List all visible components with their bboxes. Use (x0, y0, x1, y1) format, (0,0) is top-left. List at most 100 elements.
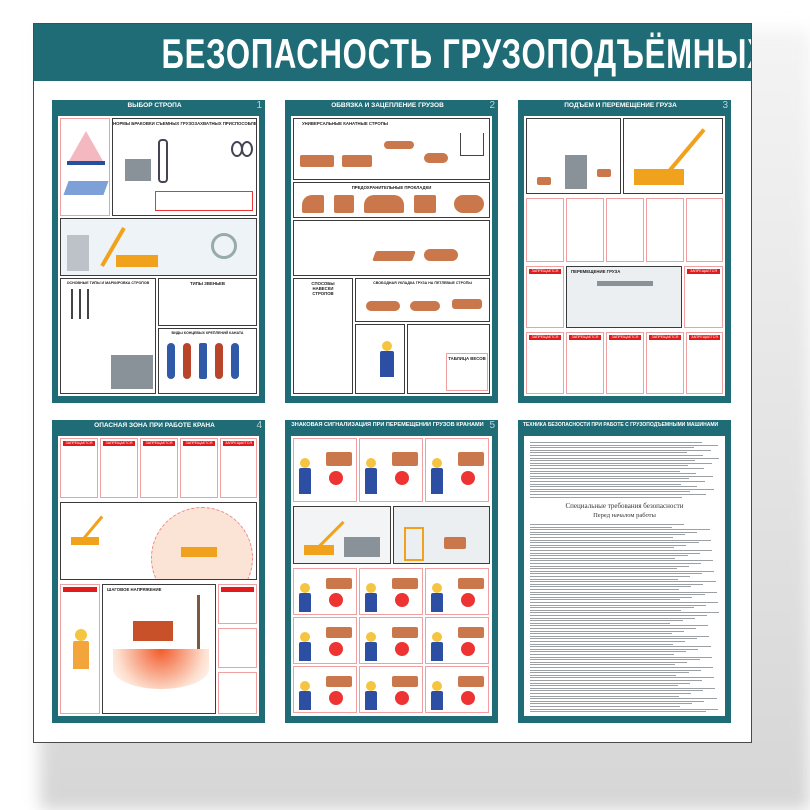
load-shape (458, 627, 484, 638)
rule-card (526, 198, 564, 262)
text-line (530, 447, 695, 449)
load-shape (392, 676, 418, 687)
section-heading: ТАБЛИЦА ВЕСОВ (448, 356, 486, 361)
panel-5-crane-signals[interactable]: ЗНАКОВАЯ СИГНАЛИЗАЦИЯ ПРИ ПЕРЕМЕЩЕНИИ ГР… (285, 420, 498, 723)
text-line (530, 620, 683, 622)
crane-boom (318, 520, 345, 548)
pipe-load (366, 301, 400, 311)
rejection-norms-box: НОРМЫ БРАКОВКИ СЪЕМНЫХ ГРУЗОЗАХВАТНЫХ ПР… (112, 118, 257, 216)
worker-head (432, 458, 442, 469)
panel-6-safety-rules[interactable]: ТЕХНИКА БЕЗОПАСНОСТИ ПРИ РАБОТЕ С ГРУЗОП… (518, 420, 731, 723)
panel-3-lifting-moving[interactable]: ПОДЪЕМ И ПЕРЕМЕЩЕНИЕ ГРУЗА 3 ЗАПРЕЩАЕТСЯ… (518, 100, 731, 403)
sling-icon (79, 289, 81, 319)
prohibition-card: ЗАПРЕЩАЕТСЯ (684, 266, 723, 328)
signal-card (359, 568, 423, 615)
signal-icon (461, 690, 476, 705)
crane-top-view (181, 547, 217, 557)
text-line (530, 578, 678, 580)
signal-card (359, 438, 423, 502)
spreader-beam-icon (460, 133, 484, 156)
worker-head (300, 632, 310, 643)
prohibited-label: ЗАПРЕЩАЕТСЯ (183, 441, 215, 446)
worker-body (380, 351, 394, 377)
warning-label-bar (221, 587, 254, 592)
prohibited-label: ЗАПРЕЩАЕТСЯ (103, 441, 135, 446)
prohibited-label: ЗАПРЕЩАЕТСЯ (529, 335, 561, 340)
text-line (530, 470, 681, 472)
text-line (530, 524, 684, 525)
worker-body (365, 691, 377, 710)
sling-icon (71, 289, 73, 319)
text-line (530, 473, 697, 475)
building-block (344, 537, 380, 557)
text-line (530, 643, 673, 645)
text-line (530, 695, 679, 697)
step-voltage-box: ШАГОВОЕ НАПРЯЖЕНИЕ (102, 584, 216, 714)
text-line (530, 685, 678, 687)
load-shape (392, 451, 418, 466)
text-line (530, 581, 716, 583)
crane-truck (634, 169, 684, 185)
worker-body (365, 642, 377, 661)
worker-head (432, 681, 442, 692)
section-subheading: Перед началом работы (593, 512, 656, 519)
text-line (530, 557, 676, 559)
text-line (530, 628, 696, 629)
crane-scene (293, 506, 391, 564)
fitting-icon (215, 343, 223, 379)
panel-4-danger-zone[interactable]: ОПАСНАЯ ЗОНА ПРИ РАБОТЕ КРАНА 4 ЗАПРЕЩАЕ… (52, 420, 265, 723)
signal-card (425, 617, 489, 664)
lifting-scene (526, 118, 621, 194)
text-line (530, 486, 698, 488)
text-line (530, 682, 690, 684)
section-heading: ПЕРЕМЕЩЕНИЕ ГРУЗА (571, 269, 621, 274)
panel-number: 3 (722, 100, 728, 111)
signal-icon (395, 690, 410, 705)
text-line (530, 669, 701, 671)
text-line (530, 468, 704, 469)
prohibited-label: ЗАПРЕЩАЕТСЯ (609, 335, 641, 340)
text-line (530, 677, 715, 679)
stand-header: БЕЗОПАСНОСТЬ ГРУЗОПОДЪЁМНЫХ РАБОТ (34, 24, 751, 81)
truck-crane-scene (623, 118, 723, 194)
text-line (530, 664, 676, 666)
chain-link-icon (241, 141, 253, 157)
power-pole (197, 595, 200, 649)
text-line (530, 672, 689, 674)
worker-body (365, 593, 377, 612)
text-line (530, 635, 710, 637)
text-line (530, 563, 701, 564)
text-line (530, 656, 712, 658)
text-line (530, 555, 688, 557)
worker-body (299, 642, 311, 661)
worker-body (365, 468, 377, 494)
rule-card (566, 198, 604, 262)
text-line (530, 687, 716, 689)
text-line (530, 700, 705, 702)
prohibited-label: ЗАПРЕЩАЕТСЯ (649, 335, 681, 340)
text-line (530, 648, 699, 650)
signal-card (359, 666, 423, 713)
prohibited-label: ЗАПРЕЩАЕТСЯ (63, 441, 95, 446)
text-line (530, 442, 702, 443)
load-shape (300, 155, 334, 167)
castle-shape (565, 155, 587, 189)
text-line (530, 568, 677, 570)
prohibition-card: ЗАПРЕЩАЕТСЯ (566, 332, 604, 394)
worker-warning-card (60, 584, 100, 714)
text-line (530, 661, 688, 663)
panel-1-sling-selection[interactable]: ВЫБОР СТРОПА 1 НОРМЫ БРАКОВКИ СЪЕМНЫХ ГР… (52, 100, 265, 403)
panel-2-slinging-loads[interactable]: ОБВЯЗКА И ЗАЦЕПЛЕНИЕ ГРУЗОВ 2 УНИВЕРСАЛЬ… (285, 100, 498, 403)
text-line (530, 625, 709, 627)
text-line (530, 674, 677, 676)
lifting-scene (393, 506, 490, 564)
pipe-load (384, 141, 414, 149)
text-line (530, 693, 691, 694)
load-shape (372, 251, 416, 261)
text-line (530, 565, 689, 567)
panel-number: 2 (489, 100, 495, 111)
rule-card (646, 198, 684, 262)
worker-head (432, 632, 442, 643)
signal-icon (461, 641, 476, 656)
voltage-gradient (113, 649, 209, 689)
